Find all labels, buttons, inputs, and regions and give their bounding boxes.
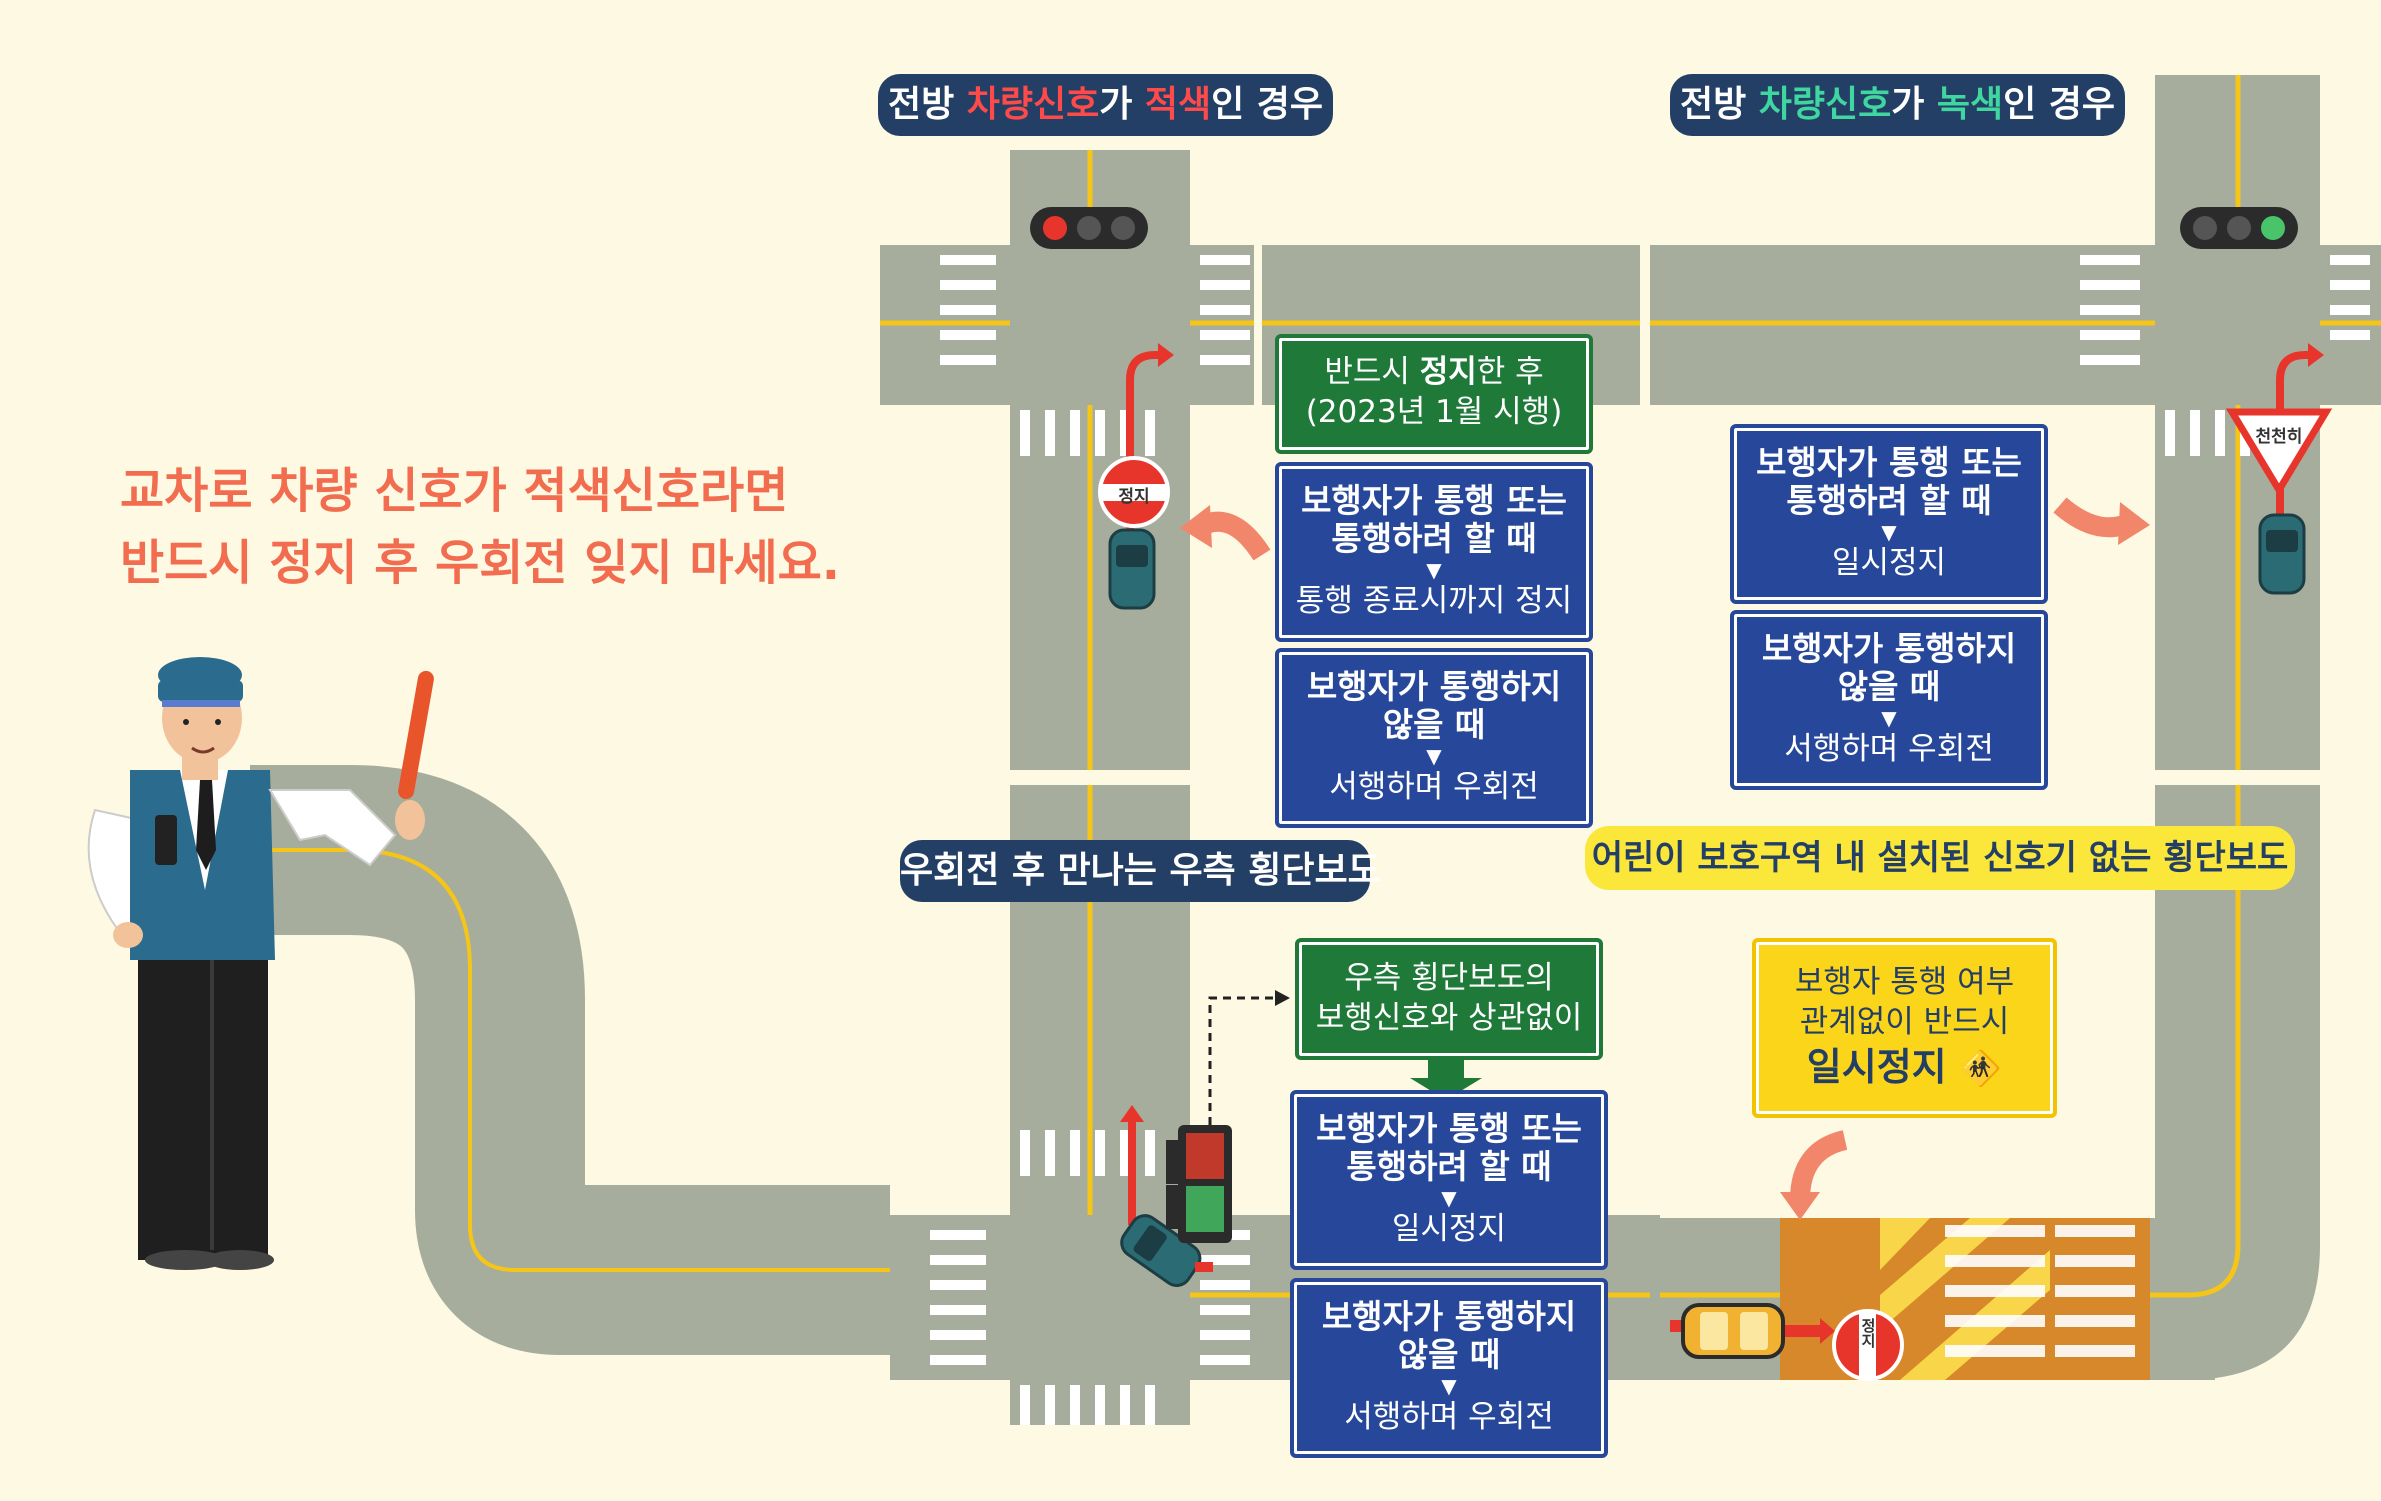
car-icon — [1120, 1214, 1202, 1287]
pointer-arrow — [1790, 1130, 1848, 1201]
crosswalk-not-crossing-box: 보행자가 통행하지 않을 때 ▼ 서행하며 우회전 — [1290, 1278, 1608, 1458]
school-stop-sign-label: 정지 — [1859, 1318, 1877, 1352]
box-action: 일시정지 — [1391, 1211, 1507, 1247]
red-crossing-box: 보행자가 통행 또는 통행하려 할 때 ▼ 통행 종료시까지 정지 — [1275, 462, 1593, 642]
stop-sign-label: 정지 — [1118, 487, 1150, 507]
pedestrian-signal-icon — [1166, 1125, 1232, 1243]
box-title: 보행자가 통행 또는 — [1316, 1109, 1582, 1148]
down-triangle-icon: ▼ — [1426, 558, 1442, 582]
box-title: 않을 때 — [1382, 705, 1486, 744]
regardless-line2: 보행신호와 상관없이 — [1315, 1000, 1583, 1036]
winding-road — [250, 765, 890, 1355]
right-crosswalk-title: 우회전 후 만나는 우측 횡단보도 — [900, 840, 1381, 902]
box-title: 통행하려 할 때 — [1346, 1147, 1552, 1186]
box-title: 보행자가 통행 또는 — [1756, 443, 2022, 482]
stop-sign-icon — [1098, 456, 1170, 528]
stop-first-box: 반드시 정지한 후 (2023년 1월 시행) — [1275, 334, 1593, 454]
school-zone-road — [1650, 785, 2320, 1381]
down-triangle-icon: ▼ — [1426, 744, 1442, 768]
school-zone-stop-text: 일시정지 — [1806, 1045, 1947, 1089]
box-title: 보행자가 통행하지 — [1321, 1297, 1577, 1336]
regardless-box: 우측 횡단보도의 보행신호와 상관없이 — [1295, 938, 1603, 1060]
yield-sign-label: 천천히 — [2255, 427, 2303, 447]
car-icon — [2258, 513, 2306, 595]
down-triangle-icon: ▼ — [1441, 1374, 1457, 1398]
title-text: 전방 — [887, 84, 967, 125]
box-action: 일시정지 — [1831, 545, 1947, 581]
crosswalk-crossing-box: 보행자가 통행 또는 통행하려 할 때 ▼ 일시정지 — [1290, 1090, 1608, 1270]
box-action: 서행하며 우회전 — [1784, 731, 1994, 767]
school-zone-box: 보행자 통행 여부 관계없이 반드시 일시정지 🚸 — [1752, 938, 2057, 1118]
stop-sign-icon — [1832, 1309, 1904, 1381]
box-title: 보행자가 통행 또는 — [1301, 481, 1567, 520]
regardless-line1: 우측 횡단보도의 — [1344, 960, 1554, 996]
green-crossing-box: 보행자가 통행 또는 통행하려 할 때 ▼ 일시정지 — [1730, 424, 2048, 604]
title-text: 인 경우 — [2003, 84, 2116, 125]
box-action: 통행 종료시까지 정지 — [1295, 583, 1573, 619]
title-text: 가 — [1891, 84, 1937, 125]
car-icon — [1681, 1303, 1785, 1359]
box-title: 통행하려 할 때 — [1331, 519, 1537, 558]
box-title: 보행자가 통행하지 — [1306, 667, 1562, 706]
title-signal: 차량신호 — [966, 84, 1100, 125]
yield-sign-icon — [2225, 408, 2333, 497]
title-signal: 차량신호 — [1758, 84, 1892, 125]
text-bold: 정지 — [1419, 354, 1477, 390]
red-not-crossing-box: 보행자가 통행하지 않을 때 ▼ 서행하며 우회전 — [1275, 648, 1593, 828]
headline-line1: 교차로 차량 신호가 적색신호라면 — [120, 463, 789, 519]
pedestrians-icon: 🚸 — [1959, 1049, 2003, 1089]
box-title: 보행자가 통행하지 — [1761, 629, 2017, 668]
text: 반드시 — [1324, 354, 1420, 390]
box-title: 통행하려 할 때 — [1786, 481, 1992, 520]
title-color: 적색 — [1144, 84, 1212, 125]
box-title: 않을 때 — [1837, 667, 1941, 706]
headline: 교차로 차량 신호가 적색신호라면 반드시 정지 후 우회전 잊지 마세요. — [120, 455, 840, 599]
box-title: 않을 때 — [1397, 1335, 1501, 1374]
red-case-title: 전방 차량신호가 적색인 경우 — [878, 74, 1333, 136]
stop-first-line1: 반드시 정지한 후 — [1279, 352, 1589, 392]
school-zone-line2: 관계없이 반드시 — [1799, 1004, 2010, 1040]
school-zone-title: 어린이 보호구역 내 설치된 신호기 없는 횡단보도 — [1585, 826, 2295, 890]
title-color: 녹색 — [1936, 84, 2004, 125]
down-triangle-icon: ▼ — [1441, 1186, 1457, 1210]
text: 한 후 — [1476, 354, 1544, 390]
green-case-title: 전방 차량신호가 녹색인 경우 — [1670, 74, 2125, 136]
down-triangle-icon: ▼ — [1881, 706, 1897, 730]
down-triangle-icon: ▼ — [1881, 520, 1897, 544]
down-arrow — [1410, 1078, 1482, 1100]
box-action: 서행하며 우회전 — [1329, 769, 1539, 805]
car-icon — [1108, 528, 1156, 610]
red-signal-intersection — [880, 150, 1640, 770]
school-zone-line1: 보행자 통행 여부 — [1794, 964, 2015, 1000]
headline-line2: 반드시 정지 후 우회전 잊지 마세요. — [120, 535, 841, 591]
green-not-crossing-box: 보행자가 통행하지 않을 때 ▼ 서행하며 우회전 — [1730, 610, 2048, 790]
dashed-connector — [1208, 996, 1275, 1125]
title-text: 인 경우 — [1211, 84, 1324, 125]
traffic-officer-illustration — [87, 657, 434, 1270]
title-text: 가 — [1099, 84, 1145, 125]
stop-first-line2: (2023년 1월 시행) — [1305, 394, 1563, 430]
stop-text: 정지 — [1859, 1318, 1877, 1348]
right-turn-arrow — [1126, 351, 1160, 560]
box-action: 서행하며 우회전 — [1344, 1399, 1554, 1435]
green-signal-intersection — [1650, 75, 2381, 770]
school-zone-line3: 일시정지 🚸 — [1756, 1042, 2053, 1094]
title-text: 전방 — [1679, 84, 1759, 125]
